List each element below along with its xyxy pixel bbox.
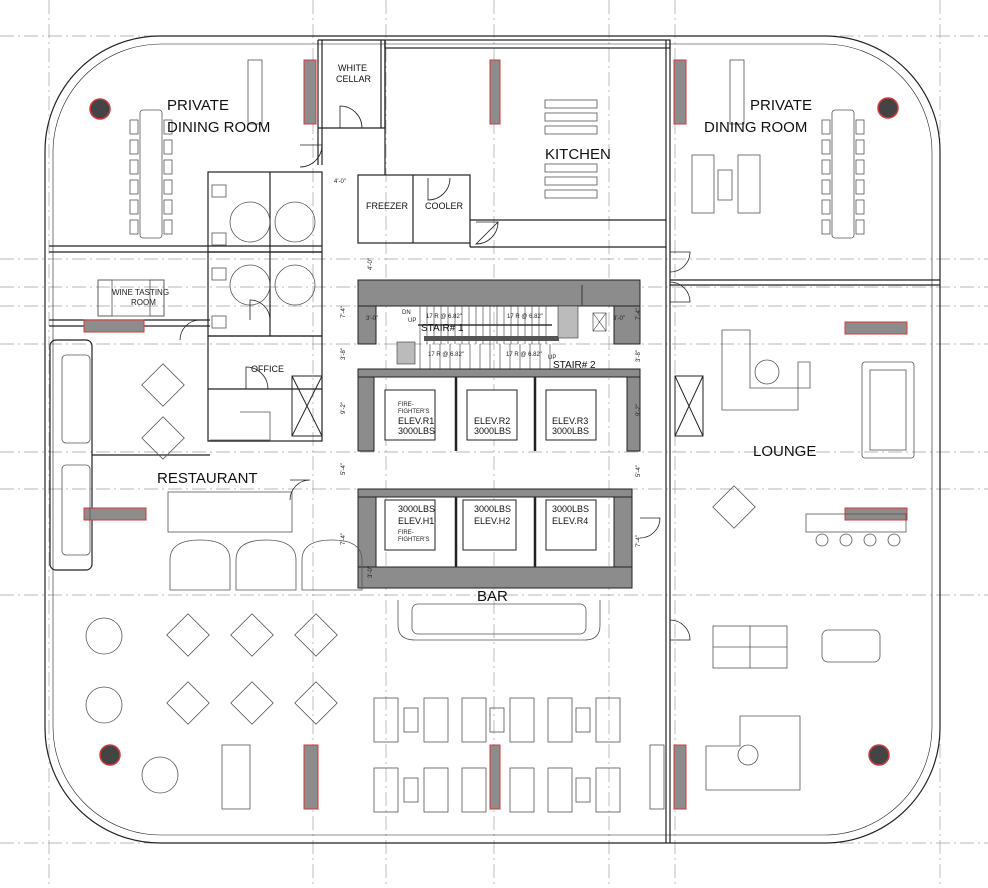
stair-treads (396, 305, 607, 369)
dim-9-2-left: 9'-2" (341, 402, 347, 414)
dim-5-4-left: 5'-4" (341, 463, 347, 475)
label-private-dining-right: PRIVATE (750, 97, 812, 114)
dim-7-4-low-right: 7'-4" (636, 535, 642, 547)
label-freezer: FREEZER (366, 201, 409, 211)
label-white-cellar-2: CELLAR (336, 74, 372, 84)
stair-up-1: UP (408, 318, 416, 324)
label-stair-2: STAIR# 2 (553, 360, 596, 371)
elev-r1-note: FIRE- (398, 402, 414, 408)
elev-r4-name: ELEV.R4 (552, 516, 588, 526)
label-bar: BAR (477, 588, 508, 605)
elevator-cabs (384, 377, 597, 567)
furniture (61, 59, 915, 813)
elev-h2-cap: 3000LBS (474, 504, 511, 514)
dim-5-4-right: 5'-4" (636, 465, 642, 477)
shafts (291, 375, 704, 437)
label-white-cellar: WHITE (338, 63, 367, 73)
label-office: OFFICE (251, 364, 284, 374)
label-restaurant: RESTAURANT (157, 470, 258, 487)
elev-r3-cap: 3000LBS (552, 426, 589, 436)
label-cooler: COOLER (425, 201, 464, 211)
elev-h1-name: ELEV.H1 (398, 516, 434, 526)
core-walls (357, 279, 641, 589)
elev-r1-note-2: FIGHTER'S (398, 409, 429, 415)
doors (179, 105, 691, 641)
elev-r3-name: ELEV.R3 (552, 416, 588, 426)
dim-7-4-right: 7'-4" (636, 308, 642, 320)
label-kitchen: KITCHEN (545, 146, 611, 163)
dim-3-0-stair-left: 3'-0" (366, 316, 378, 322)
column-walls (83, 59, 908, 810)
elev-r1-name: ELEV.R1 (398, 416, 434, 426)
label-lounge: LOUNGE (753, 443, 816, 460)
dim-9-2-right: 9'-2" (636, 404, 642, 416)
dim-3-0-stair-right: 3'-0" (613, 316, 625, 322)
dim-3-0-left: 3'-0" (368, 566, 374, 578)
stair2-risers-b: 17 R @ 6.82" (506, 352, 542, 358)
elevator-labels: FIRE- FIGHTER'S ELEV.R1 3000LBS ELEV.R2 … (398, 402, 589, 543)
label-wine-tasting-2: ROOM (131, 298, 156, 307)
elev-h1-note: FIRE- (398, 530, 414, 536)
stair2-risers: 17 R @ 6.82" (428, 352, 464, 358)
elev-r4-cap: 3000LBS (552, 504, 589, 514)
partition-walls (49, 39, 940, 843)
elev-h1-cap: 3000LBS (398, 504, 435, 514)
label-private-dining-right-2: DINING ROOM (704, 119, 807, 136)
stair-dn: DN (402, 310, 411, 316)
stair1-risers-b: 17 R @ 6.82" (507, 314, 543, 320)
label-stair-1: STAIR# 1 (421, 323, 464, 334)
elev-r2-name: ELEV.R2 (474, 416, 510, 426)
dim-7-4-left: 7'-4" (341, 306, 347, 318)
building-outline (44, 35, 941, 844)
elev-r2-cap: 3000LBS (474, 426, 511, 436)
dim-4-0-left: 4'-0" (368, 258, 374, 270)
dimension-labels: 4'-0" 4'-0" 7'-4" 3'-8" 9'-2" 5'-4" 7'-4… (334, 179, 642, 578)
elev-h2-name: ELEV.H2 (474, 516, 510, 526)
elev-r1-cap: 3000LBS (398, 426, 435, 436)
stair1-risers: 17 R @ 6.82" (426, 314, 462, 320)
elev-h1-note-2: FIGHTER'S (398, 537, 429, 543)
label-private-dining-left: PRIVATE (167, 97, 229, 114)
label-private-dining-left-2: DINING ROOM (167, 119, 270, 136)
stair-up-2: UP (548, 355, 556, 361)
dim-3-8-right: 3'-8" (636, 350, 642, 362)
dim-7-4-low-left: 7'-4" (341, 533, 347, 545)
dim-4-0-top: 4'-0" (334, 179, 346, 185)
structural-columns (89, 97, 899, 766)
dim-3-8-left: 3'-8" (341, 348, 347, 360)
room-labels: PRIVATE DINING ROOM WHITE CELLAR KITCHEN… (112, 63, 816, 605)
label-wine-tasting: WINE TASTING (112, 288, 169, 297)
